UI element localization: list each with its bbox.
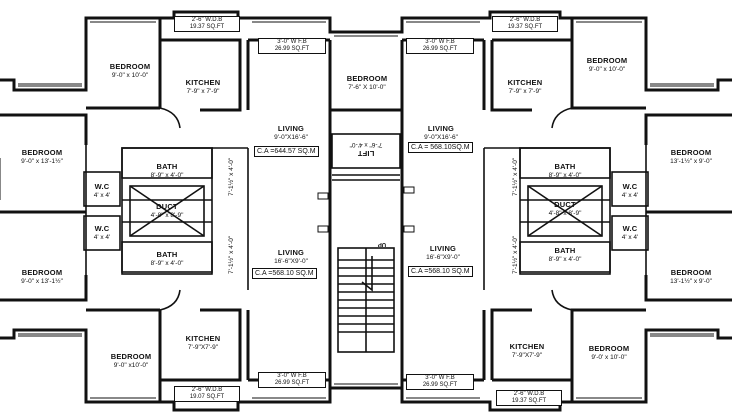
bedroom-top-center: BEDROOM 7'-6" X 10'-0" bbox=[346, 74, 388, 91]
bedroom-lower-left: BEDROOM 9'-0" x 13'-1½" bbox=[21, 268, 63, 285]
bath-top-left: BATH 8'-9" x 4'-0" bbox=[150, 162, 184, 179]
wc-bottom-right: W.C 4' x 4' bbox=[621, 224, 639, 241]
kitchen-top-left: KITCHEN 7'-9" x 7'-9" bbox=[185, 78, 221, 95]
carpet-area-bottom-right: C.A =568.10 SQ.M bbox=[408, 266, 473, 277]
carpet-area-top-left: C.A =644.57 SQ.M bbox=[254, 146, 319, 157]
bedroom-lower-right: BEDROOM 13'-1½" x 9'-0" bbox=[670, 268, 712, 285]
kitchen-bottom-left: KITCHEN 7'-9"X7'-9" bbox=[185, 334, 221, 351]
passage-dim-bottom-right: 7'-1½" x 4'-0" bbox=[512, 235, 519, 274]
bedroom-mid-right: BEDROOM 13'-1½" x 9'-0" bbox=[670, 148, 712, 165]
stair-up-label: UP bbox=[377, 241, 387, 247]
bedroom-top-left: BEDROOM 9'-0" x 10'-0" bbox=[109, 62, 151, 79]
bedroom-bottom-left: BEDROOM 9'-0" x10'-0" bbox=[110, 352, 152, 369]
wc-bottom-left: W.C 4' x 4' bbox=[93, 224, 111, 241]
wdb-top-right: 2'-6" W.D.B 19.37 SQ.FT bbox=[492, 16, 558, 32]
wc-top-right: W.C 4' x 4' bbox=[621, 182, 639, 199]
wfb-bottom-left: 3'-0" W F.B 26.99 SQ.FT bbox=[258, 372, 326, 388]
bath-bottom-left: BATH 8'-9" x 4'-0" bbox=[150, 250, 184, 267]
bedroom-top-right: BEDROOM 9'-0" x 10'-0" bbox=[586, 56, 628, 73]
wfb-top-left: 3'-0" W F.B 26.99 SQ.FT bbox=[258, 38, 326, 54]
wc-top-left: W.C 4' x 4' bbox=[93, 182, 111, 199]
kitchen-top-right: KITCHEN 7'-9" x 7'-9" bbox=[507, 78, 543, 95]
passage-dim-top-left: 7'-1½" x 4'-0" bbox=[228, 157, 235, 196]
lift: LIFT 7'-6" x 4'-0" bbox=[349, 141, 383, 158]
wfb-bottom-right: 3'-0" W F.B 26.99 SQ.FT bbox=[406, 374, 474, 390]
wdb-bottom-left: 2'-6" W.D.B 19.07 SQ.FT bbox=[174, 386, 240, 402]
living-bottom-right: LIVING 16'-6"X9'-0" bbox=[426, 244, 460, 261]
carpet-area-bottom-left: C.A =568.10 SQ.M bbox=[252, 268, 317, 279]
bath-bottom-right: BATH 8'-9" x 4'-0" bbox=[548, 246, 582, 263]
bedroom-mid-left: BEDROOM 9'-0" x 13'-1½" bbox=[21, 148, 63, 165]
wdb-bottom-right: 2'-6" W.D.B 19.37 SQ.FT bbox=[496, 390, 562, 406]
bath-top-right: BATH 8'-9" x 4'-0" bbox=[548, 162, 582, 179]
passage-dim-bottom-left: 7'-1½" x 4'-0" bbox=[228, 235, 235, 274]
duct-left: DUCT 4'-8" x 8'-9" bbox=[150, 202, 184, 219]
living-top-left: LIVING 9'-0"X16'-6" bbox=[274, 124, 308, 141]
kitchen-bottom-right: KITCHEN 7'-9"X7'-9" bbox=[509, 342, 545, 359]
bedroom-bottom-right: BEDROOM 9'-0' x 10'-0" bbox=[588, 344, 630, 361]
passage-dim-top-right: 7'-1½" x 4'-0" bbox=[512, 157, 519, 196]
living-bottom-left: LIVING 16'-6"X9'-0" bbox=[274, 248, 308, 265]
living-top-right: LIVING 9'-0"X16'-6" bbox=[424, 124, 458, 141]
carpet-area-top-right: C.A = 568.10SQ.M bbox=[408, 142, 473, 153]
wdb-top-left: 2'-6" W.D.B 19.37 SQ.FT bbox=[174, 16, 240, 32]
duct-right: DUCT 4'-8" x 8'-9" bbox=[548, 200, 582, 217]
wfb-top-right: 3'-0" W F.B 26.99 SQ.FT bbox=[406, 38, 474, 54]
